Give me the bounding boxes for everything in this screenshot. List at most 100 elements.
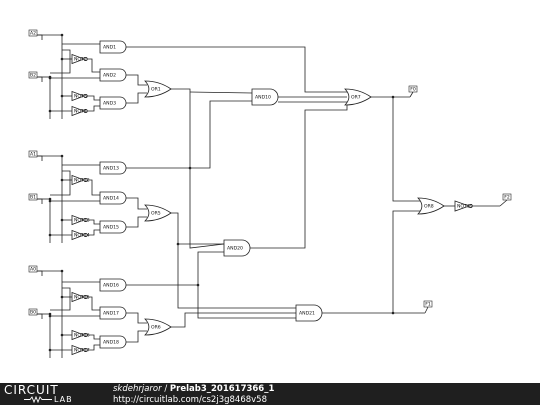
gate-label: NOT13 [74,218,90,224]
inverter-bubble [83,57,88,62]
gate-and3: AND3 [99,96,127,110]
gate-label: AND3 [103,101,116,107]
wire [171,88,225,249]
not-gate-shape [71,329,86,341]
and-gate-shape [251,88,279,106]
gate-and10: AND10 [251,88,279,106]
output-port-f0: F0 [408,85,418,93]
input-port-a0: A0 [28,265,38,273]
circuitlab-logo[interactable]: CIRCUIT LAB [4,384,104,404]
gate-not15: NOT15 [71,291,90,303]
port-label: B2 [30,73,36,79]
and-gate-shape [99,191,127,205]
gate-label: NOT4 [74,109,87,115]
gate-label: NOT14 [74,233,90,239]
port-label: A2 [30,31,36,37]
gate-label: OR1 [151,87,161,93]
wire [126,46,347,93]
junction-dot [48,197,52,201]
gate-or5: OR5 [144,204,172,222]
not-gate-shape [71,214,86,226]
gate-or6: OR6 [144,318,172,336]
junction-dot [48,233,52,237]
gate-label: OR8 [424,204,434,210]
wire [37,155,43,161]
junction-dot [60,295,64,299]
junction-dot [60,57,64,61]
junction-dot [176,242,180,246]
circuit-title-line: skdehrjaror / Prelab3_201617366_1 [113,384,274,394]
junction-dot [391,95,395,99]
output-port-f2: F2 [502,193,512,201]
gate-and21: AND21 [295,304,323,322]
logo-text-bottom: LAB [54,395,73,404]
input-port-b2: B2 [28,71,38,79]
wire [87,334,100,340]
wire [50,49,71,74]
gate-and1: AND1 [99,40,127,54]
gate-not14: NOT14 [71,229,90,241]
logo-text-top: CIRCUIT [4,383,59,397]
port-box [28,71,38,79]
gate-label: AND10 [255,95,271,101]
title-separator: / [161,384,170,394]
inverter-bubble [83,294,88,299]
port-box [28,193,38,201]
gate-not13: NOT13 [71,214,90,226]
wire [37,76,43,82]
wire [37,34,43,40]
junction-dot [60,269,64,273]
wire [37,270,43,276]
gate-not4: NOT4 [71,105,88,117]
gate-not12: NOT12 [71,174,90,186]
wire [87,219,100,225]
gate-and18: AND18 [99,335,127,349]
gate-not17: NOT17 [71,344,90,356]
gate-label: NOT3 [74,94,87,100]
gate-label: NOT19 [457,204,473,210]
and-gate-shape [99,40,127,54]
port-box [502,193,512,201]
wire [126,251,224,286]
port-label: A1 [30,152,36,158]
inverter-bubble [83,177,88,182]
wire [87,58,100,73]
gate-label: NOT2 [74,57,87,63]
wire [87,296,100,311]
not-gate-shape [71,53,86,65]
wire [409,91,414,98]
gate-label: NOT12 [74,178,90,184]
junction-dot [188,166,192,170]
port-label: F2 [504,195,510,201]
not-gate-shape [71,105,86,117]
gates: NOT2NOT3NOT4AND1AND2AND3OR1NOT12NOT13NOT… [71,40,473,356]
gate-and2: AND2 [99,68,127,82]
port-box [408,85,418,93]
not-gate-shape [71,229,86,241]
wire [126,100,252,169]
inverter-bubble [83,232,88,237]
circuit-url[interactable]: http://circuitlab.com/cs2j3g8468v58 [113,395,267,405]
circuit-title: Prelab3_201617366_1 [169,384,275,394]
not-gate-shape [71,90,86,102]
junction-dot [60,333,64,337]
gate-or1: OR1 [144,80,172,98]
gate-label: AND14 [103,196,119,202]
wires [37,33,508,358]
gate-label: AND2 [103,73,116,79]
wire [250,102,348,249]
junction-dot [391,311,395,315]
port-label: F0 [410,87,416,93]
wire [87,105,100,112]
author-link[interactable]: skdehrjaror [113,384,162,394]
resistor-icon [24,396,52,403]
wire [392,210,420,313]
gate-label: AND13 [103,166,119,172]
port-label: F1 [425,302,431,308]
junction-dot [48,314,52,318]
gate-label: AND16 [103,283,119,289]
gate-label: NOT15 [74,295,90,301]
junction-dot [60,218,64,222]
